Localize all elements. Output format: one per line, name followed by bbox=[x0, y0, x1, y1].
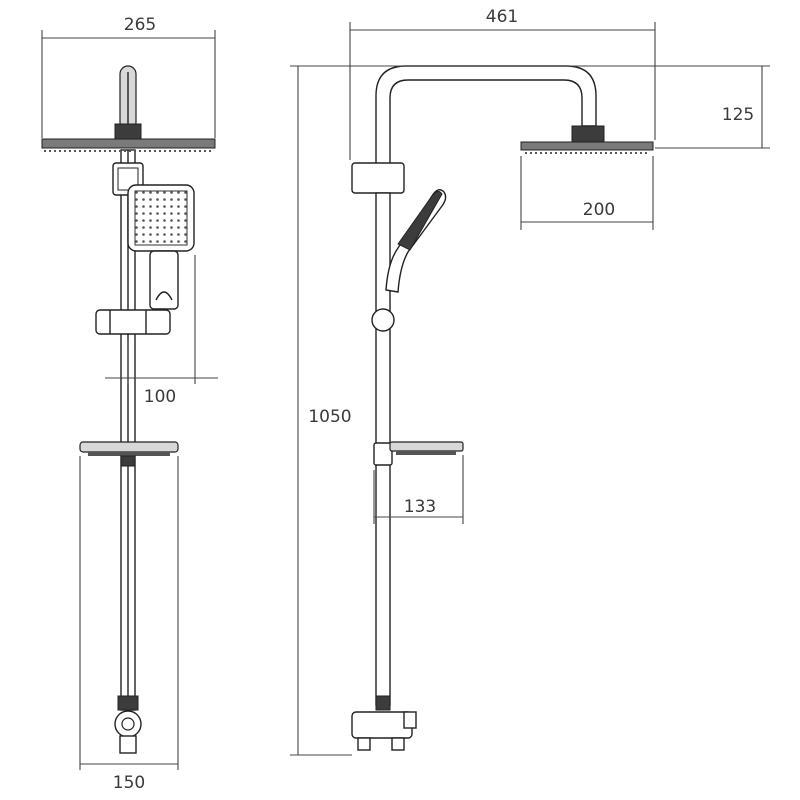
dim-side-head-width: 200 bbox=[583, 200, 615, 220]
side-handset bbox=[385, 189, 447, 293]
dim-front-base-width: 150 bbox=[113, 773, 145, 793]
side-arm-tube bbox=[375, 65, 597, 166]
side-mixer-body bbox=[351, 711, 413, 739]
dim-side-shelf-depth: 133 bbox=[404, 497, 436, 517]
side-head-nut bbox=[571, 125, 605, 143]
dim-side-total-height: 1050 bbox=[308, 407, 351, 427]
front-view bbox=[41, 65, 216, 754]
side-holder-knob bbox=[371, 308, 395, 332]
dim-side-arm-reach: 461 bbox=[486, 7, 518, 27]
dim-front-handset-offset: 100 bbox=[144, 387, 176, 407]
front-valve-body bbox=[114, 710, 142, 738]
side-head-plate bbox=[520, 141, 654, 151]
front-slider-holder bbox=[95, 309, 171, 335]
side-view bbox=[351, 65, 654, 751]
dim-side-head-drop: 125 bbox=[722, 105, 754, 125]
front-overhead-head bbox=[41, 138, 216, 149]
front-dimensions: 265 100 150 bbox=[41, 15, 218, 793]
side-slider bbox=[351, 162, 405, 194]
front-overhead-nut bbox=[114, 123, 142, 140]
side-bottom-coupling bbox=[375, 695, 391, 711]
dim-front-head-width: 265 bbox=[124, 15, 156, 35]
front-shelf bbox=[79, 441, 179, 453]
side-dimensions: 461 125 200 1050 133 bbox=[290, 7, 770, 756]
front-bottom-coupling bbox=[117, 695, 139, 711]
side-shelf bbox=[389, 441, 464, 452]
side-shelf-clamp bbox=[373, 442, 393, 466]
front-handset-handle bbox=[149, 250, 179, 310]
